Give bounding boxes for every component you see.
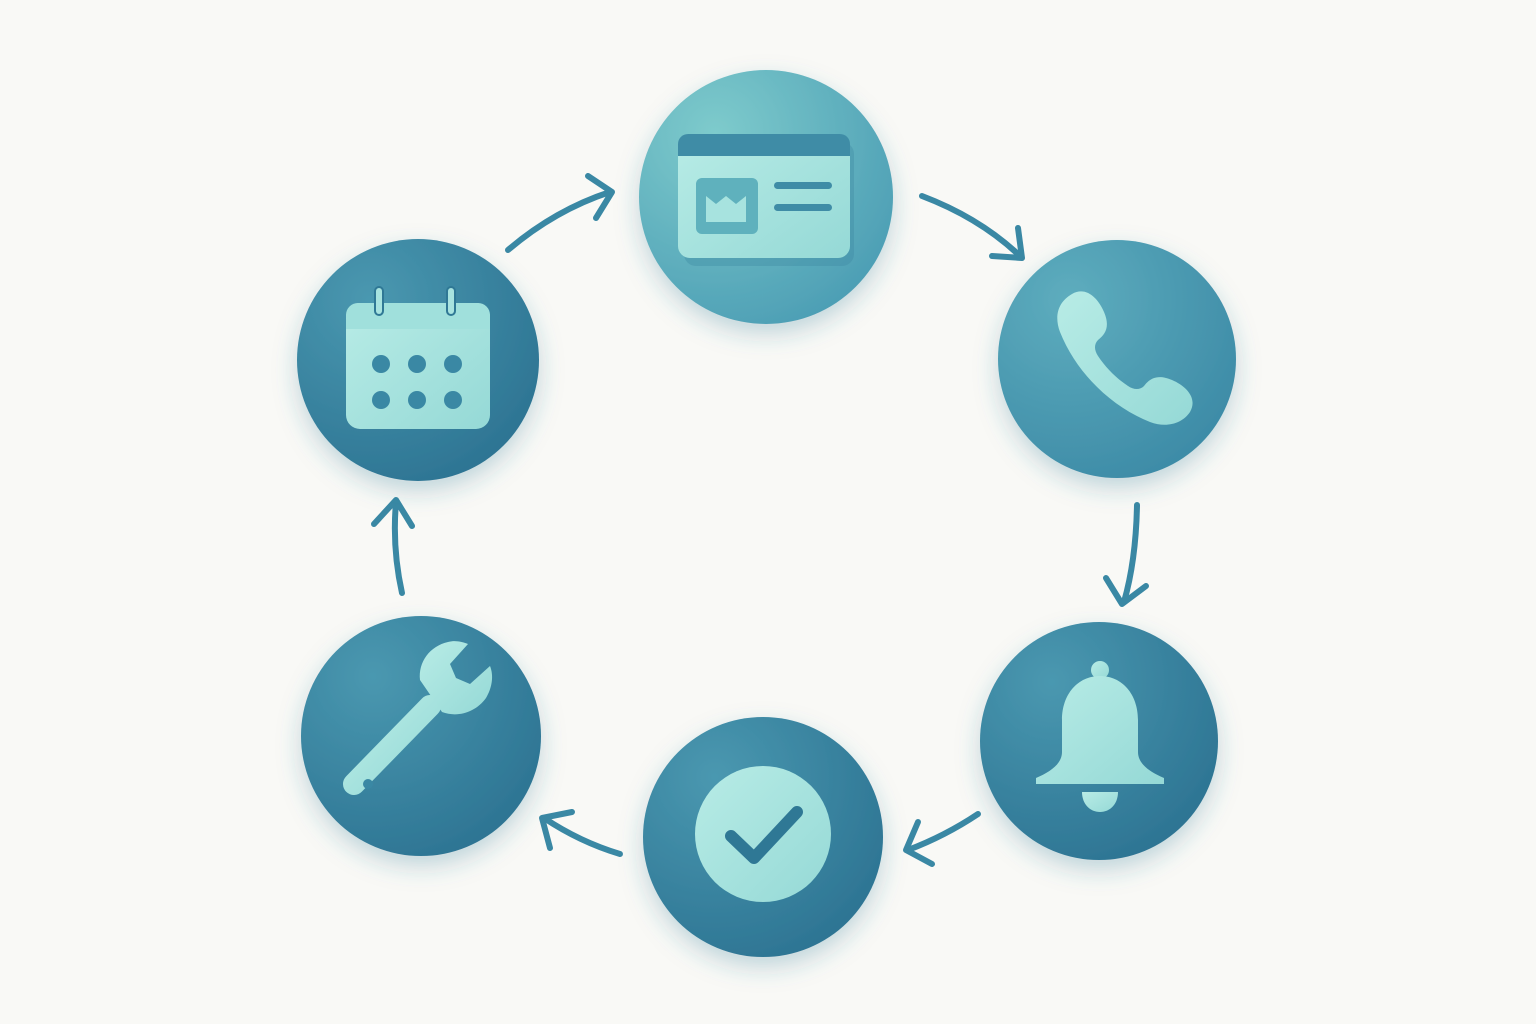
node-wrench: [301, 616, 541, 856]
node-check: [643, 717, 883, 957]
arrow-bell-to-check: [903, 811, 981, 867]
arrow-id-card-to-phone: [919, 193, 1025, 261]
id-card-icon: [678, 134, 854, 266]
node-bell: [980, 622, 1218, 860]
bell-icon: [1036, 661, 1164, 812]
arrow-phone-to-bell: [1103, 502, 1149, 607]
arrows: [371, 173, 1149, 867]
phone-icon: [1057, 291, 1193, 425]
arrow-check-to-wrench: [539, 809, 623, 857]
calendar-icon: [346, 286, 490, 429]
node-calendar: [297, 239, 539, 481]
check-circle-icon: [695, 766, 831, 902]
arrow-wrench-to-calendar: [371, 497, 415, 596]
node-phone: [998, 240, 1236, 478]
node-id-card: [639, 70, 893, 324]
wrench-icon: [343, 641, 493, 795]
arrow-calendar-to-id-card: [505, 173, 615, 253]
